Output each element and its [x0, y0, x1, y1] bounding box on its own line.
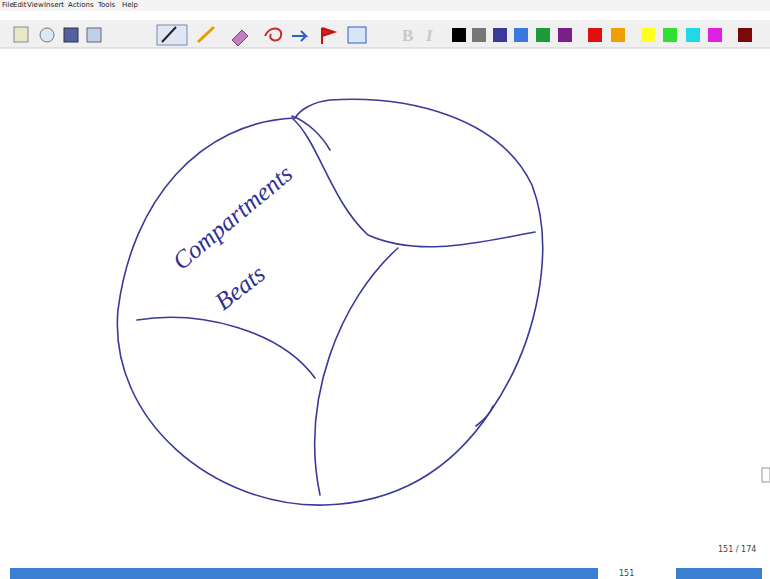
menu-item: Edit [13, 2, 27, 9]
page-counter: 151 / 174 [718, 546, 756, 554]
menu-item: Actions [68, 2, 94, 9]
menu-item: Help [122, 2, 138, 9]
compartment-sketch [117, 99, 542, 505]
cell-outline [117, 99, 542, 505]
toolbar-icons [14, 25, 752, 46]
page-number: 151 [619, 570, 634, 578]
menu-item: View [27, 2, 44, 9]
toolbar-border [0, 48, 770, 49]
italic-button: I [426, 27, 433, 44]
handwritten-note: Compartments [168, 160, 297, 274]
status-bar [10, 568, 762, 579]
menu-item: Tools [98, 2, 115, 9]
compartment-wall [292, 118, 535, 247]
compartment-wall [315, 248, 398, 495]
menu-bar [0, 0, 770, 11]
menu-item: Insert [44, 2, 64, 9]
menu-item: File [2, 2, 14, 9]
wall-stroke [292, 116, 330, 150]
toolbar [0, 20, 770, 48]
scroll-marker [762, 468, 770, 482]
bold-button: B [402, 27, 413, 44]
wall-stroke [476, 406, 493, 426]
handwritten-note: Beats [210, 260, 269, 314]
compartment-wall [137, 317, 315, 378]
